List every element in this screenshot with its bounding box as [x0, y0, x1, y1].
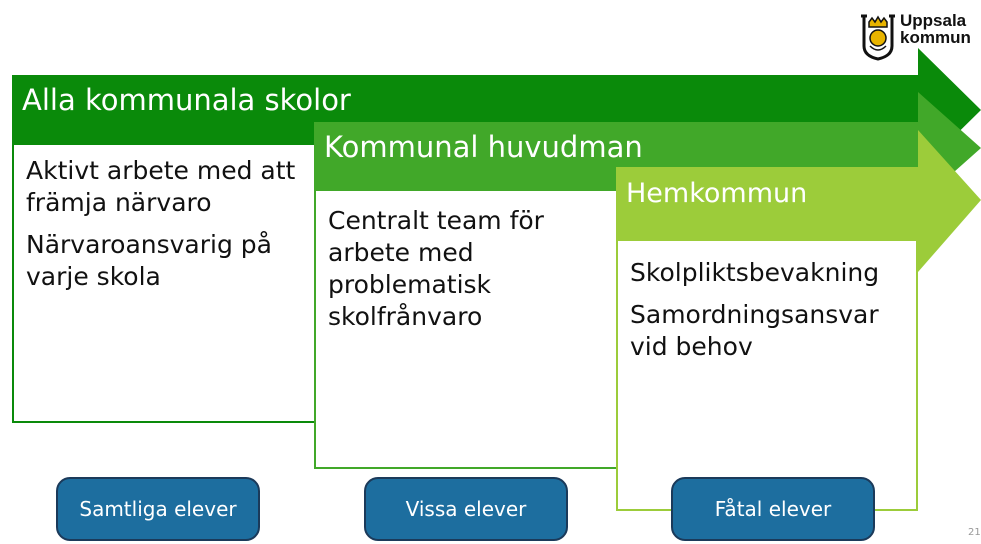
box-item: Aktivt arbete med att främja närvaro	[26, 156, 296, 217]
group-label-some: Vissa elever	[364, 477, 568, 541]
page-number: 21	[968, 527, 981, 538]
content-box-1: Aktivt arbete med att främja närvaro När…	[12, 145, 314, 423]
group-label-few: Fåtal elever	[671, 477, 875, 541]
band-arrow-3	[616, 130, 981, 272]
band-title-2: Kommunal huvudman	[324, 130, 643, 164]
band-title-3: Hemkommun	[626, 178, 808, 209]
content-box-3: Skolpliktsbevakning Samordningsansvar vi…	[616, 241, 918, 511]
logo-wordmark: Uppsala kommun	[900, 12, 971, 46]
content-box-2: Centralt team för arbete med problematis…	[314, 191, 616, 469]
crest-icon	[861, 14, 895, 61]
box-item: Skolpliktsbevakning	[630, 258, 880, 287]
logo-line1: Uppsala	[900, 11, 967, 30]
band-title-1: Alla kommunala skolor	[22, 83, 351, 117]
box-item: Närvaroansvarig på varje skola	[26, 230, 272, 291]
box-item: Samordningsansvar vid behov	[630, 300, 879, 361]
box-item: Centralt team för arbete med problematis…	[328, 206, 544, 331]
uppsala-kommun-logo	[858, 12, 981, 62]
group-label-all: Samtliga elever	[56, 477, 260, 541]
logo-line2: kommun	[900, 28, 971, 47]
